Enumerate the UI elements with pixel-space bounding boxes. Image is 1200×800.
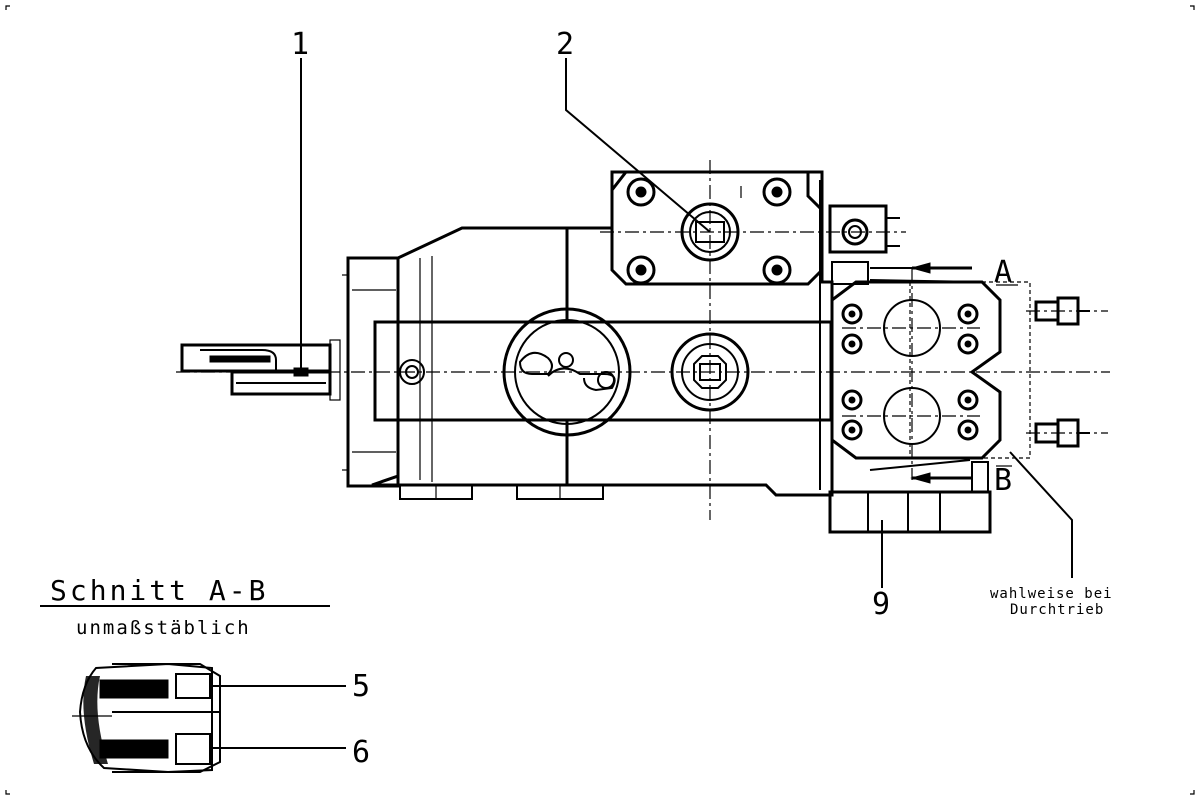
rear-cover [830, 261, 1002, 493]
corner-marks [5, 5, 1195, 795]
center-lines [176, 160, 1110, 520]
callout-6: 6 [352, 735, 370, 770]
through-drive-outline [909, 281, 1031, 459]
section-label-a: A [994, 255, 1012, 290]
pump-body [329, 170, 834, 500]
section-view [72, 662, 346, 774]
top-port-flange [610, 170, 824, 286]
section-subtitle: unmaßstäblich [76, 617, 251, 639]
callout-2: 2 [556, 27, 574, 62]
callout-9: 9 [872, 587, 890, 622]
side-fitting [826, 204, 906, 254]
callout-5: 5 [352, 669, 370, 704]
callout-1: 1 [291, 27, 309, 62]
leader-lines [300, 58, 1073, 588]
drive-shaft [180, 343, 332, 396]
section-markers [910, 262, 1018, 484]
section-title: Schnitt A-B [50, 574, 268, 607]
section-label-b: B [994, 463, 1012, 498]
note-line-1: wahlweise bei [990, 586, 1113, 602]
bottom-box [828, 490, 992, 534]
note-line-2: Durchtrieb [1010, 602, 1104, 618]
